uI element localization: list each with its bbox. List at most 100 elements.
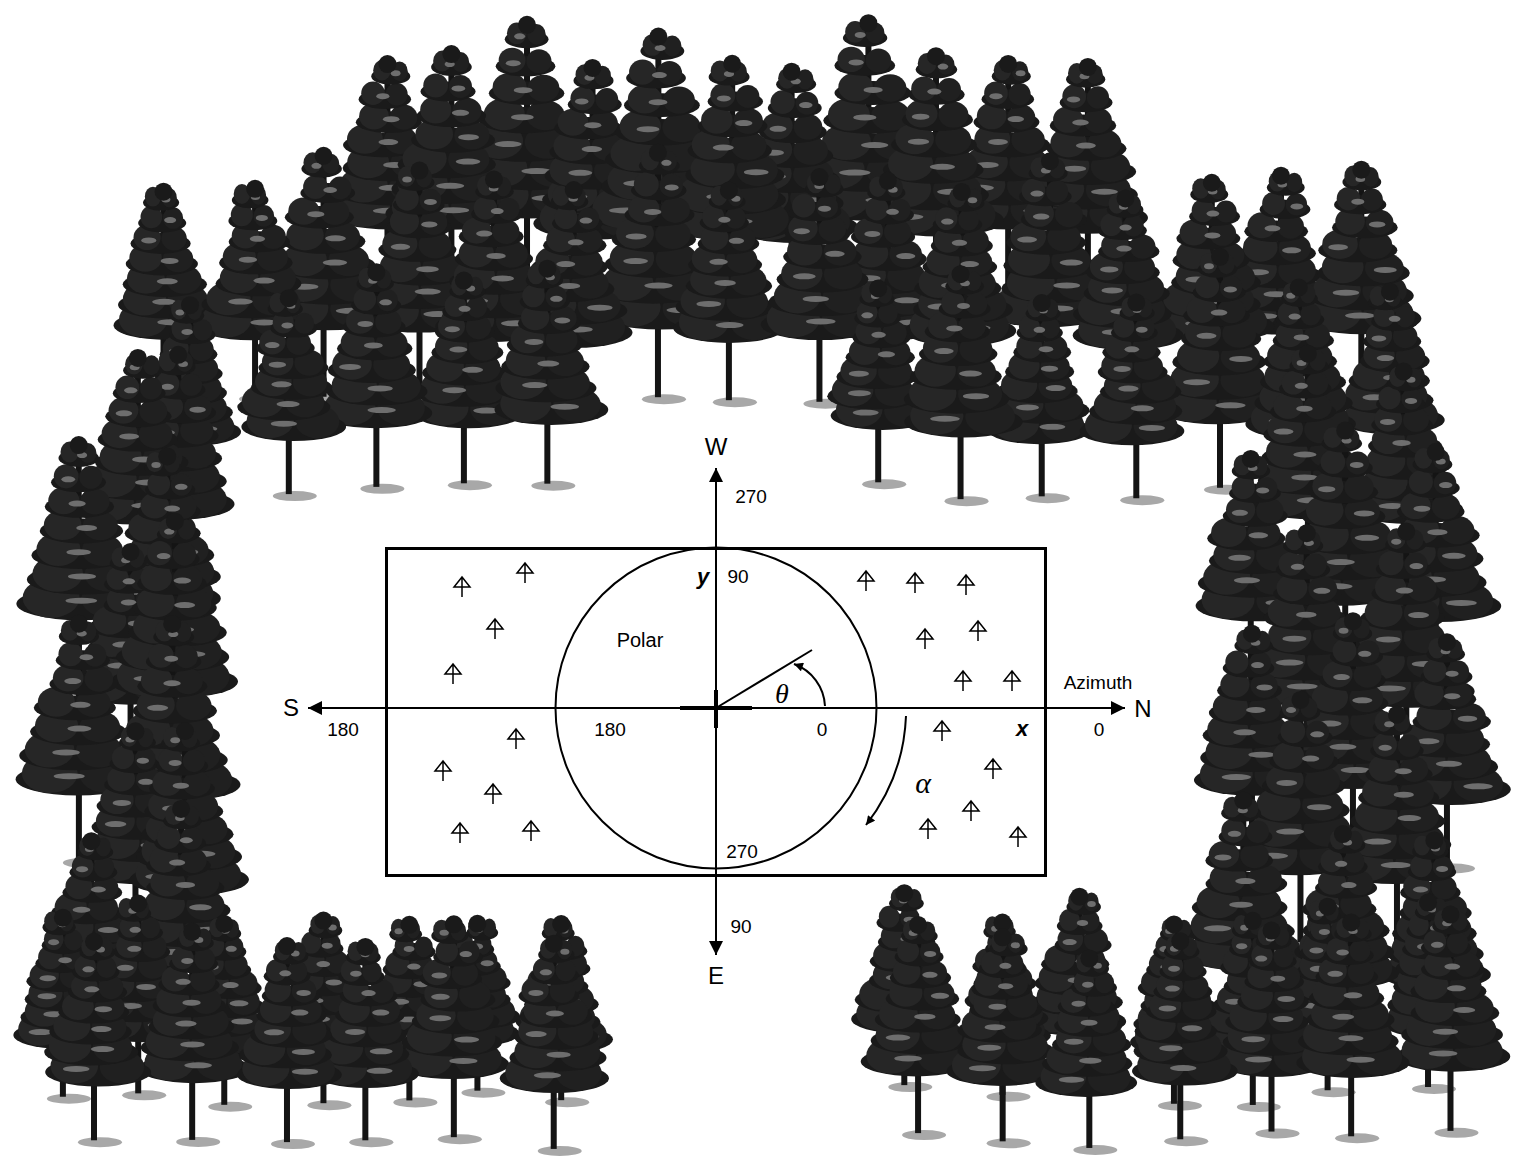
tree-highlight <box>141 237 156 243</box>
tree-highlight <box>391 244 411 250</box>
tree-highlight <box>1398 815 1422 821</box>
tree-highlight <box>1328 244 1348 250</box>
tree-highlight <box>717 95 731 101</box>
pine-tree <box>874 47 1004 313</box>
tree-highlight <box>1030 191 1043 197</box>
pine-tree <box>673 181 784 407</box>
tree-highlight <box>1291 474 1318 480</box>
tree-highlight <box>1436 761 1462 767</box>
tree-highlight <box>113 800 132 806</box>
tree-foliage <box>911 76 936 100</box>
tree-highlight <box>1224 286 1237 292</box>
tree-highlight <box>1327 559 1355 565</box>
tree-foliage <box>1215 200 1236 222</box>
tree-highlight <box>1380 419 1395 425</box>
tree-highlight <box>1352 697 1372 703</box>
tree-highlight <box>551 404 579 410</box>
tree-crown <box>720 181 738 199</box>
tree-foliage <box>837 47 864 72</box>
tree-highlight <box>716 322 744 328</box>
tree-highlight <box>1276 829 1304 835</box>
tree-highlight <box>68 573 96 579</box>
pine-tree <box>1278 422 1405 680</box>
tree-crown <box>1211 248 1229 266</box>
tree-highlight <box>799 102 812 108</box>
tree-highlight <box>421 221 437 227</box>
tree-highlight <box>70 702 91 708</box>
tree-crown <box>1388 706 1406 724</box>
tree-crown <box>1272 167 1290 185</box>
tree-highlight <box>1302 756 1319 762</box>
tree-highlight <box>1119 225 1131 231</box>
pine-tree <box>110 512 238 772</box>
pine-tree <box>1158 174 1275 409</box>
tree-highlight <box>988 139 1008 145</box>
tree-crown <box>1336 422 1354 440</box>
tree-foliage <box>1346 451 1369 474</box>
tree-highlight <box>1313 588 1330 594</box>
tree-shadow <box>1120 495 1164 505</box>
tree-highlight <box>587 305 612 311</box>
tree-highlight <box>161 384 174 390</box>
tree-crown <box>565 181 583 199</box>
tree-crown <box>1127 294 1145 312</box>
tree-highlight <box>452 110 469 116</box>
tree-foliage <box>135 748 156 770</box>
tree-highlight <box>189 407 205 413</box>
tree-highlight <box>626 233 647 239</box>
tree-foliage <box>147 541 172 565</box>
tree-highlight <box>718 217 730 223</box>
tree-highlight <box>1196 333 1216 339</box>
tree-foliage <box>1286 193 1307 215</box>
tree-shadow <box>273 491 317 501</box>
tree-highlight <box>458 134 479 140</box>
tree-foliage <box>320 199 349 225</box>
tree-highlight <box>64 678 81 684</box>
pine-tree <box>1156 248 1277 495</box>
tree-highlight <box>1355 535 1379 541</box>
tree-foliage <box>546 286 567 308</box>
tree-highlight <box>228 299 253 305</box>
tree-crown <box>1079 58 1097 76</box>
tree-crown <box>176 722 194 740</box>
tree-foliage <box>1256 477 1278 499</box>
tree-foliage <box>528 75 560 102</box>
tree-foliage <box>1279 552 1303 576</box>
tree-highlight <box>151 462 160 468</box>
tree-highlight <box>323 260 347 266</box>
tree-highlight <box>623 258 648 264</box>
tree-highlight <box>959 371 982 377</box>
tree-highlight <box>1446 600 1477 606</box>
pine-tree <box>761 168 879 409</box>
tree-foliage <box>1401 388 1422 410</box>
tree-highlight <box>67 726 91 732</box>
tree-foliage <box>173 566 202 592</box>
tree-highlight <box>1204 232 1220 238</box>
tree-highlight <box>1294 334 1309 340</box>
tree-highlight <box>713 145 734 151</box>
tree-foliage <box>570 86 594 110</box>
tree-highlight <box>1394 792 1414 798</box>
tree-highlight <box>1413 506 1430 512</box>
tree-highlight <box>661 160 671 166</box>
tree-highlight <box>1408 612 1429 618</box>
tree-foliage <box>80 489 109 515</box>
tree-highlight <box>1439 482 1452 488</box>
tree-highlight <box>825 251 845 257</box>
tree-highlight <box>1249 532 1269 538</box>
tree-foliage <box>499 48 526 73</box>
tree-foliage <box>958 209 979 231</box>
tree-highlight <box>1427 529 1447 535</box>
tree-crown <box>1299 345 1317 363</box>
tree-foliage <box>578 207 599 229</box>
tree-highlight <box>1276 780 1297 786</box>
tree-crown <box>181 296 199 314</box>
tree-highlight <box>325 235 346 241</box>
tree-highlight <box>376 93 389 99</box>
tree-highlight <box>1442 553 1466 559</box>
tree-foliage <box>1306 373 1328 395</box>
tree-highlight <box>1256 487 1269 493</box>
tree-highlight <box>849 59 864 65</box>
